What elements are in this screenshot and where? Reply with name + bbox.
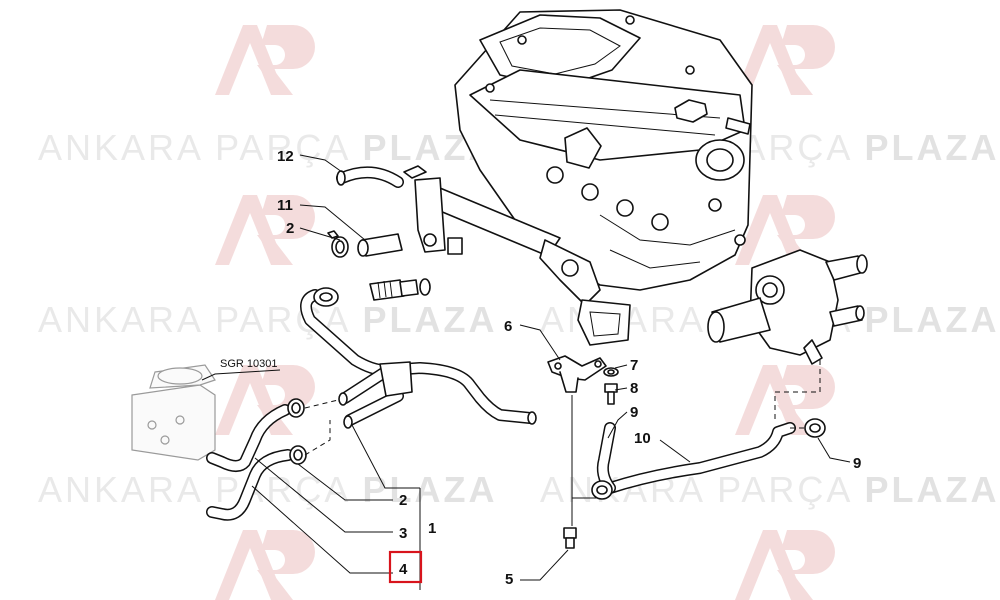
callout-6[interactable]: 6 xyxy=(504,318,512,335)
callout-2[interactable]: 2 xyxy=(286,220,294,237)
callout-10[interactable]: 10 xyxy=(634,430,651,447)
thermostat-housing xyxy=(707,249,868,420)
watermark-logo-icon xyxy=(735,530,835,600)
part-12-upper-hose xyxy=(336,166,404,188)
callout-2-lower[interactable]: 2 xyxy=(399,492,407,509)
watermark-logos xyxy=(215,25,835,600)
temperature-sensor-fitting xyxy=(369,278,431,301)
callout-7[interactable]: 7 xyxy=(630,357,638,374)
part-6-mounting-bracket xyxy=(547,355,607,393)
callout-4-highlight-box xyxy=(388,550,423,584)
part-9-hose-clamp xyxy=(591,480,613,500)
part-2-hose-clamp-lower xyxy=(287,398,307,465)
watermark-logo-icon xyxy=(215,25,315,95)
callout-5[interactable]: 5 xyxy=(505,571,513,588)
callout-8[interactable]: 8 xyxy=(630,380,638,397)
callout-3[interactable]: 3 xyxy=(399,525,407,542)
watermark-logo-icon xyxy=(735,25,835,95)
part-1-main-hose-assembly xyxy=(300,287,537,429)
callout-9[interactable]: 9 xyxy=(630,404,638,421)
engine-cylinder-head xyxy=(454,9,753,291)
part-7-washer xyxy=(603,367,619,377)
part-9-hose-clamp-right xyxy=(804,418,826,438)
callout-12[interactable]: 12 xyxy=(277,148,294,165)
watermark-logo-icon xyxy=(735,195,835,265)
watermark-row-left: ANKARA PARÇA PLAZA xyxy=(38,299,497,340)
callout-numbers: 12 11 2 6 7 8 9 10 9 2 3 1 4 5 xyxy=(277,148,861,588)
watermark-logo-icon xyxy=(215,530,315,600)
callout-9-right[interactable]: 9 xyxy=(853,455,861,472)
part-2-hose-clamp xyxy=(327,230,349,258)
part-11-short-hose xyxy=(357,233,403,257)
assembly-dashed-line xyxy=(304,420,331,456)
watermark-row-left: ANKARA PARÇA PLAZA xyxy=(38,469,497,510)
part-3-cooler-hose xyxy=(206,404,291,472)
reference-code-label: SGR 10301 xyxy=(220,358,277,370)
callout-11[interactable]: 11 xyxy=(277,197,293,214)
part-5-bolt xyxy=(563,527,577,549)
assembly-dashed-line xyxy=(304,399,339,409)
coolant-manifold-pipe xyxy=(403,165,631,346)
oil-cooler-unit xyxy=(131,364,216,461)
callout-4[interactable]: 4 xyxy=(399,561,408,578)
part-4-cooler-hose xyxy=(206,449,294,521)
callout-1[interactable]: 1 xyxy=(428,520,436,537)
part-8-bolt xyxy=(604,383,618,405)
callout-leader-lines xyxy=(201,154,851,590)
watermark-logo-icon xyxy=(215,195,315,265)
watermark-row-left: ANKARA PARÇA PLAZA xyxy=(38,127,497,168)
